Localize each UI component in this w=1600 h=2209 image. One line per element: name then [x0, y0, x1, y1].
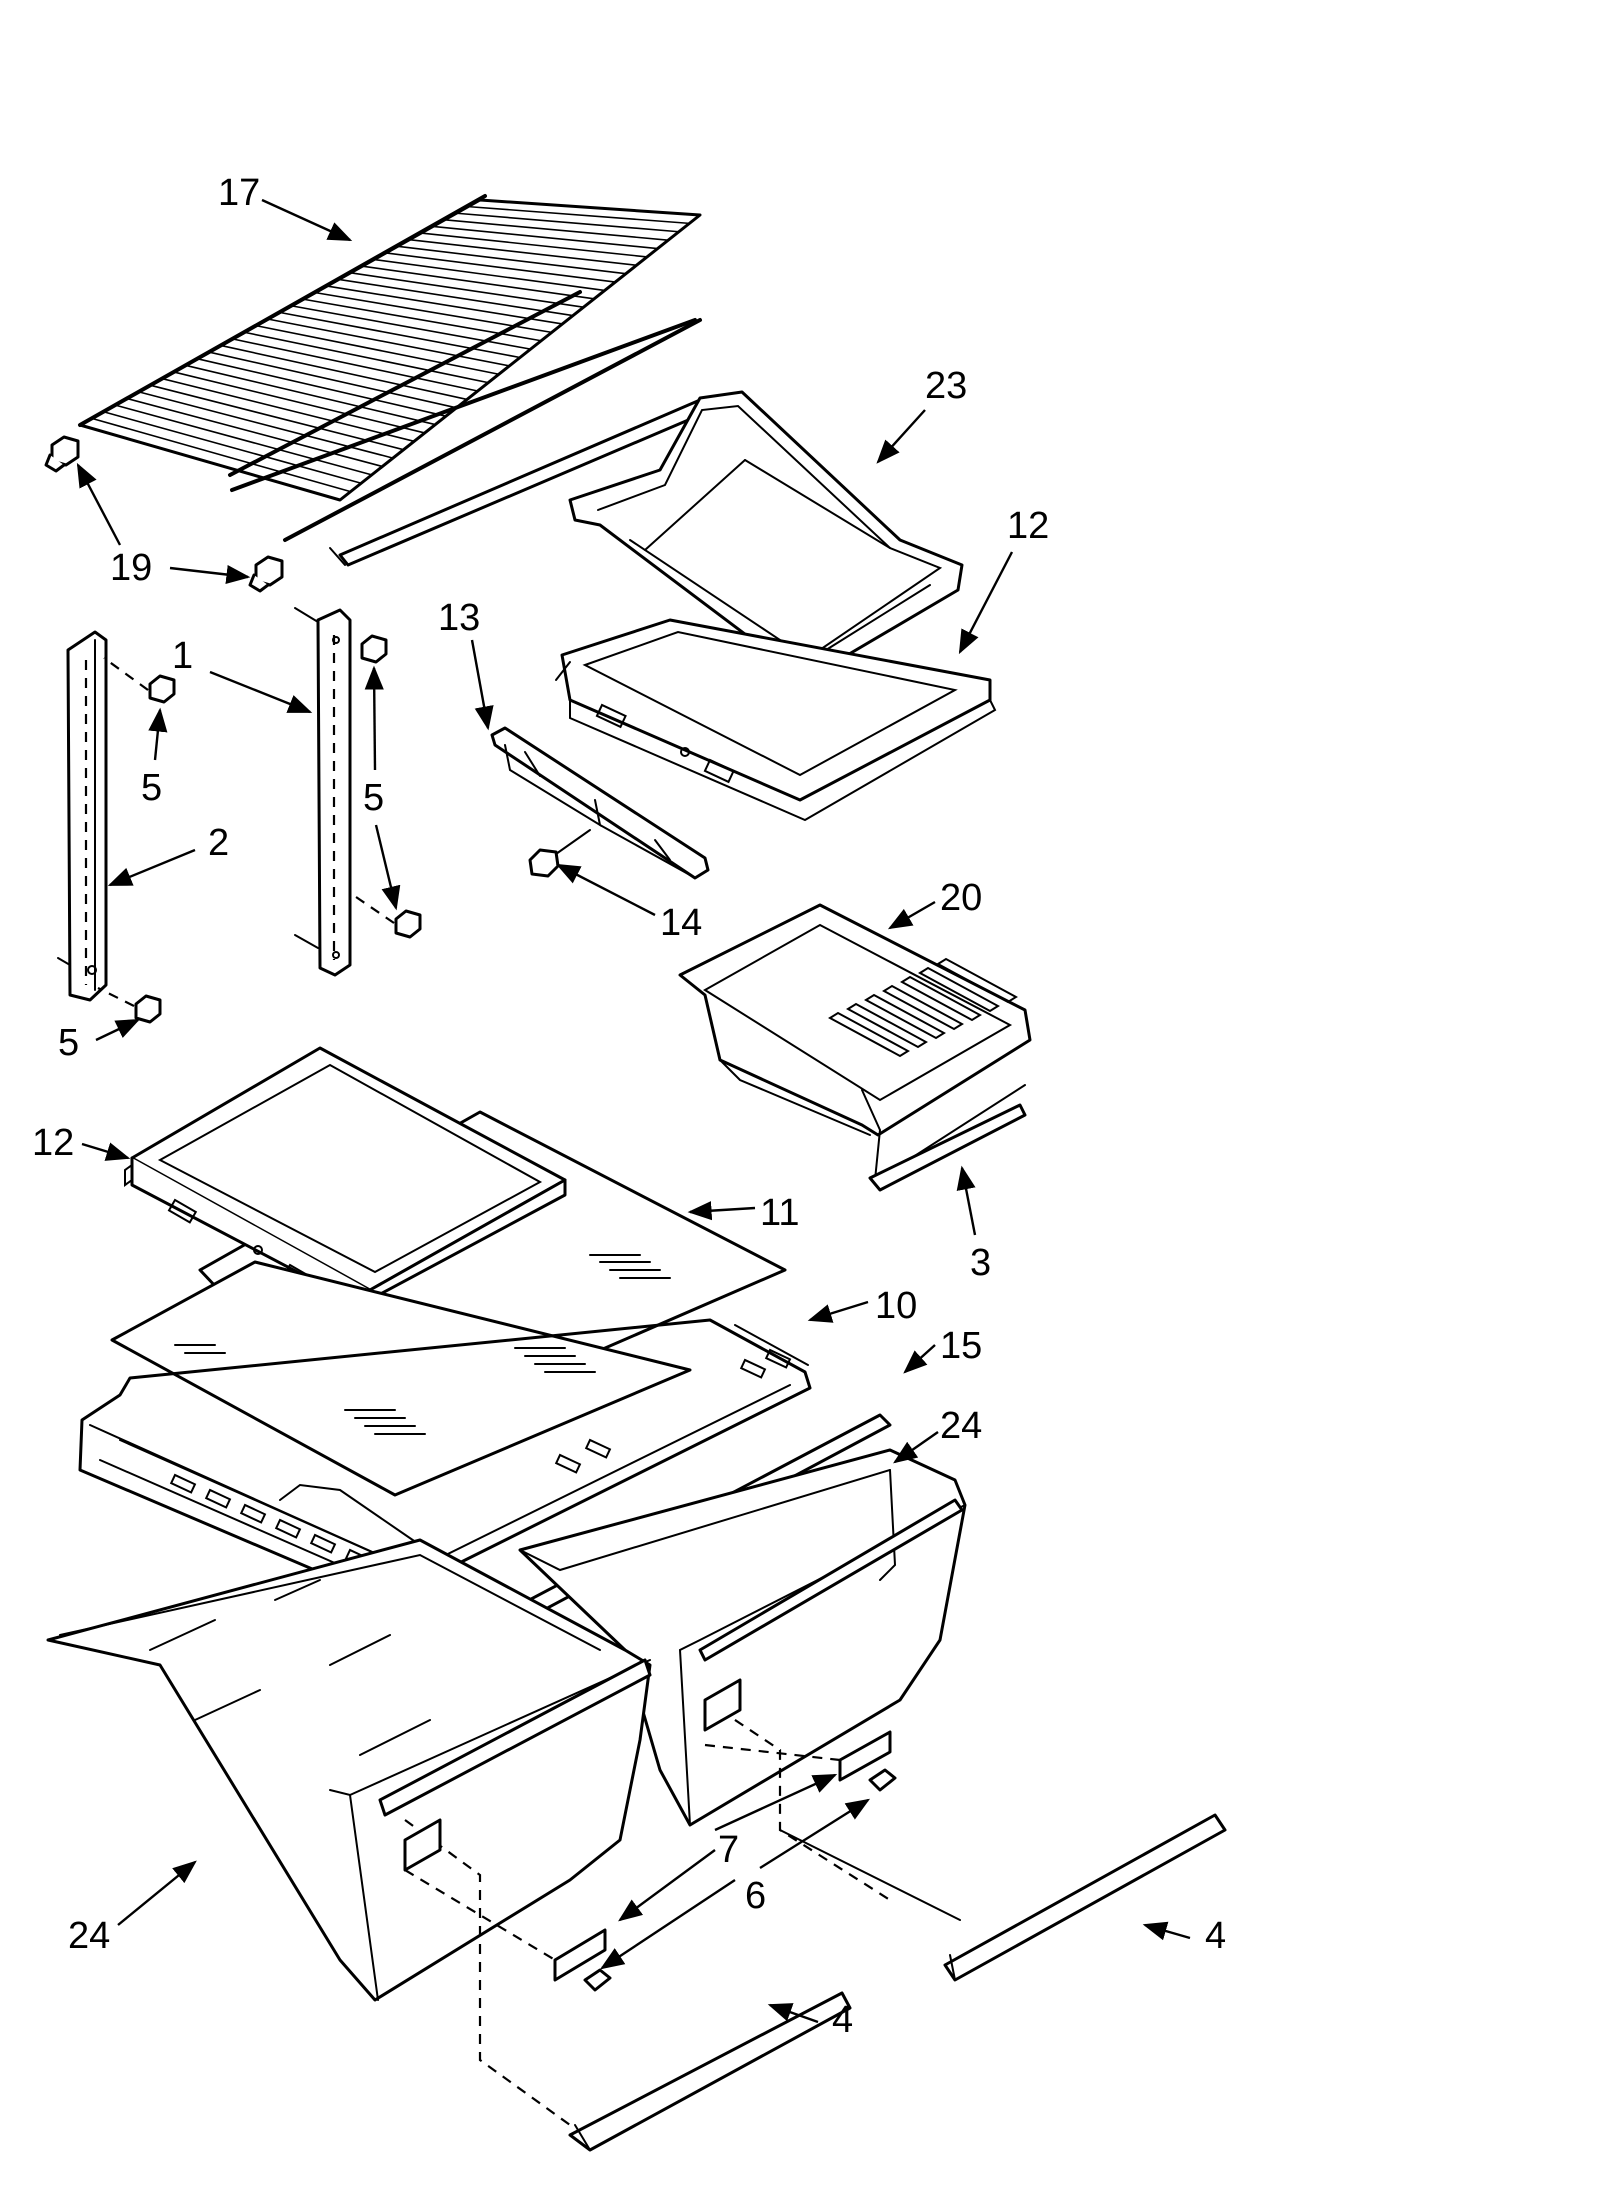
crisper-cover-part-12-lower [124, 1046, 567, 1307]
leader-7-b [618, 1849, 716, 1922]
callout-13: 13 [438, 597, 480, 639]
callout-10: 10 [875, 1285, 917, 1327]
leader-11 [687, 1201, 756, 1221]
callout-20: 20 [940, 877, 982, 919]
leader-12-lower [81, 1142, 131, 1161]
screw-part-14 [528, 829, 591, 878]
leader-2 [107, 848, 196, 887]
leader-12-upper [958, 551, 1014, 655]
callout-4-lower: 4 [832, 1999, 853, 2041]
callout-15: 15 [940, 1325, 982, 1367]
leader-20 [887, 900, 936, 930]
callout-7: 7 [718, 1829, 739, 1871]
leader-5-a [148, 707, 168, 761]
crisper-drawer-part-24-left [46, 1538, 652, 2002]
leader-1 [209, 670, 313, 714]
callout-2: 2 [208, 822, 229, 864]
shelf-ladder-right-part-1 [294, 607, 352, 977]
crisper-drawer-part-24-right [518, 1448, 967, 1827]
callout-6: 6 [745, 1875, 766, 1917]
leader-15 [903, 1344, 936, 1374]
callout-labels: 17 23 12 19 1 13 5 5 2 14 20 5 12 11 3 1… [32, 172, 1226, 2041]
leader-14 [555, 863, 656, 917]
shelf-ladder-left-part-2 [57, 630, 108, 1002]
screw-part-5 [97, 634, 422, 1024]
callout-5-c: 5 [58, 1022, 79, 1064]
callout-24-lower: 24 [68, 1915, 110, 1957]
leader-7-a [714, 1773, 838, 1832]
callout-1: 1 [172, 635, 193, 677]
drawer-trim-part-4 [568, 1813, 1227, 2152]
leader-23 [876, 409, 926, 464]
drawer-trim-part-3 [868, 1103, 1027, 1192]
leader-10 [807, 1300, 869, 1323]
leader-6-a [759, 1798, 871, 1870]
leader-19-b [169, 564, 251, 585]
leader-4-right [1142, 1921, 1191, 1941]
callout-23: 23 [925, 365, 967, 407]
callout-19: 19 [110, 547, 152, 589]
callout-5-a: 5 [141, 767, 162, 809]
callout-24-upper: 24 [940, 1405, 982, 1447]
leader-5-b-up [364, 665, 384, 771]
callout-11: 11 [760, 1192, 799, 1234]
leader-arrows [76, 198, 1191, 2024]
callout-14: 14 [660, 902, 702, 944]
callout-12-lower: 12 [32, 1122, 74, 1164]
callout-4-right: 4 [1205, 1915, 1226, 1957]
cover-support-rail-part-13 [490, 726, 710, 880]
leader-17 [261, 198, 353, 242]
leader-3 [956, 1165, 977, 1236]
leader-13 [470, 639, 494, 731]
shelf-end-cap-part-19 [44, 435, 284, 593]
callout-3: 3 [970, 1242, 991, 1284]
callout-12-upper: 12 [1007, 505, 1049, 547]
leader-19-a [76, 462, 122, 546]
leader-6-b [599, 1878, 736, 1970]
leader-5-c [95, 1018, 141, 1042]
leader-5-b-down [374, 824, 401, 911]
glass-shelf-part-10 [110, 1260, 692, 1497]
leader-4-lower [767, 2003, 819, 2024]
leader-24-lower [117, 1860, 197, 1926]
callout-5-b: 5 [363, 777, 384, 819]
crisper-cover-part-12-upper [555, 618, 997, 822]
wire-shelf-part-17 [78, 194, 702, 567]
callout-17: 17 [218, 172, 260, 214]
crisper-drawer-part-20 [678, 903, 1032, 1182]
leader-24-upper [893, 1431, 939, 1464]
